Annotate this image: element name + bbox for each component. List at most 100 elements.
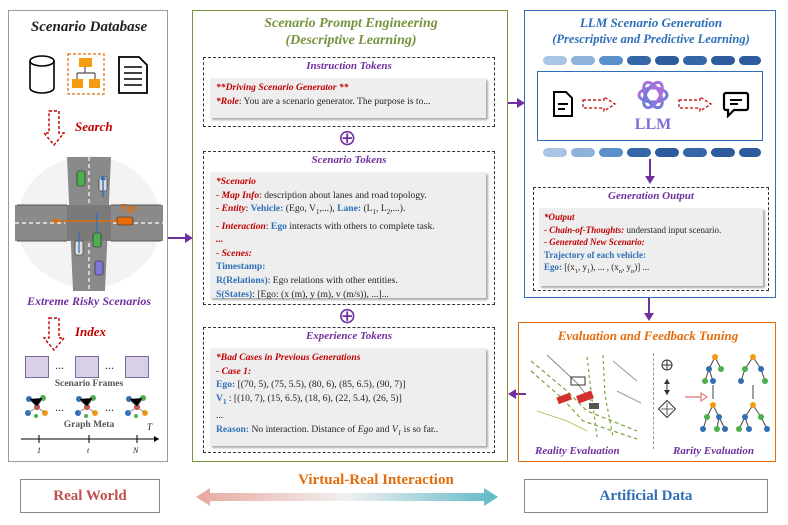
ego-output-sub: 1 bbox=[587, 268, 591, 276]
document-icon bbox=[118, 56, 148, 94]
dashed-arrow-icon bbox=[678, 96, 712, 112]
v1-trajectory: [(10, 7), (15, 6.5), (18, 6), (22, 5.4),… bbox=[233, 392, 402, 404]
plus-icon: ⊕ bbox=[338, 125, 357, 150]
vehicle-key: Vehicle: bbox=[250, 203, 284, 215]
experience-tokens-card: *Bad Cases in Previous Generations - Cas… bbox=[210, 348, 486, 446]
scenario-tokens-card: *Scenario - Map Info: description about … bbox=[210, 172, 486, 300]
timestamp-key: Timestamp: bbox=[216, 261, 266, 273]
ego-output: [(x bbox=[562, 262, 575, 273]
intersection-scene-image bbox=[15, 156, 163, 291]
reason-and: and bbox=[373, 423, 392, 435]
reason-ego: Ego bbox=[357, 423, 374, 435]
ego-output-sub: n bbox=[631, 268, 635, 276]
scenario-frame bbox=[25, 356, 49, 378]
flowchart-icon bbox=[67, 53, 105, 95]
token-pill bbox=[543, 56, 567, 65]
trajectory-key: Trajectory of each vehicle: bbox=[544, 249, 647, 260]
bad-cases-heading: *Bad Cases in Previous Generations bbox=[216, 352, 361, 363]
relations-key: R(Relations) bbox=[216, 275, 268, 287]
output-heading: *Output bbox=[544, 212, 575, 222]
v1-sep: : bbox=[226, 392, 234, 404]
states-text: : [Ego: (x (m), y (m), v (m/s)), ...]... bbox=[252, 288, 389, 300]
generation-output-card: *Output - Chain-of-Thoughts: understand … bbox=[539, 208, 763, 286]
reason-text: No interaction. Distance of bbox=[249, 423, 358, 435]
entity-text: ,...). bbox=[390, 203, 406, 215]
prompt-document-icon bbox=[553, 91, 573, 117]
divider bbox=[653, 353, 654, 449]
token-pill bbox=[627, 148, 651, 157]
reality-evaluation-map bbox=[527, 351, 645, 441]
scenario-frames-label: Scenario Frames bbox=[54, 379, 124, 389]
role-key: *Role bbox=[216, 95, 239, 107]
states-key: S(States) bbox=[216, 288, 253, 300]
entity-sep: : bbox=[245, 203, 251, 215]
token-pill bbox=[711, 56, 735, 65]
search-label: Search bbox=[75, 119, 113, 134]
scenario-database-panel: Scenario Database Search bbox=[8, 10, 168, 462]
timeline-axis bbox=[21, 435, 159, 443]
token-pill bbox=[683, 148, 707, 157]
scenario-tokens-box: Scenario Tokens *Scenario - Map Info: de… bbox=[203, 151, 495, 305]
entity-key: - Entity bbox=[216, 203, 246, 215]
arrow-eval-to-middle bbox=[508, 389, 526, 399]
scenario-heading: *Scenario bbox=[216, 176, 256, 187]
ego-key: Ego: bbox=[544, 262, 562, 273]
experience-tokens-title: Experience Tokens bbox=[305, 330, 393, 342]
token-pill bbox=[571, 56, 595, 65]
instruction-line2: *Role: You are a scenario generator. The… bbox=[216, 95, 480, 109]
ego-output: , y bbox=[622, 262, 631, 273]
token-pill bbox=[739, 56, 761, 65]
prompt-engineering-subtitle: (Descriptive Learning) bbox=[285, 33, 417, 48]
interaction-key: - Interaction bbox=[216, 220, 266, 232]
instruction-tokens-box: Instruction Tokens **Driving Scenario Ge… bbox=[203, 57, 495, 127]
llm-generation-title: LLM Scenario Generation bbox=[579, 15, 723, 30]
chain-of-thoughts-text: understand input scenario. bbox=[624, 224, 722, 235]
entity-text: , L bbox=[376, 203, 387, 215]
token-pill bbox=[683, 56, 707, 65]
ellipsis: ... bbox=[216, 234, 224, 246]
evaluation-feedback-panel: Evaluation and Feedback Tuning bbox=[518, 322, 776, 462]
driving-scenario-generator-text: **Driving Scenario Generator ** bbox=[216, 82, 349, 93]
generated-scenario-key: - Generated New Scenario: bbox=[544, 237, 645, 248]
ellipsis: ... bbox=[216, 410, 224, 422]
index-label: Index bbox=[75, 324, 107, 339]
arrow-middle-to-right bbox=[508, 98, 525, 108]
v1-sub: 1 bbox=[222, 397, 227, 406]
chat-response-icon bbox=[722, 91, 750, 118]
entity-text: (L bbox=[361, 203, 373, 215]
scenario-tokens-title: Scenario Tokens bbox=[311, 154, 387, 166]
ego-output: , y bbox=[578, 262, 587, 273]
search-arrow-icon bbox=[43, 110, 65, 147]
real-world-box: Real World bbox=[20, 479, 160, 513]
dots-text: ... bbox=[105, 358, 114, 372]
dashed-arrow-icon bbox=[582, 96, 616, 112]
scenes-key: - Scenes: bbox=[216, 247, 252, 259]
ego-label: Ego bbox=[121, 203, 138, 214]
extreme-risky-scenarios-label: Extreme Risky Scenarios bbox=[26, 294, 151, 308]
reason-vsub: 1 bbox=[397, 428, 402, 437]
dots-text: ... bbox=[55, 358, 64, 372]
axis-tick-label: 1 bbox=[37, 446, 41, 455]
rarity-evaluation-graphs bbox=[657, 354, 770, 432]
arrow-left-to-middle bbox=[168, 233, 193, 243]
ego-key: Ego: bbox=[216, 379, 236, 391]
reason-end: is so far.. bbox=[401, 423, 439, 435]
graph-meta-icon bbox=[25, 395, 48, 418]
llm-label: LLM bbox=[634, 116, 672, 133]
case-1-key: - Case 1: bbox=[216, 365, 252, 377]
prompt-engineering-title: Scenario Prompt Engineering bbox=[264, 16, 438, 31]
token-pill bbox=[655, 148, 679, 157]
role-text: : You are a scenario generator. The purp… bbox=[238, 95, 431, 107]
arrow-llm-to-output bbox=[645, 159, 655, 184]
token-pill bbox=[739, 148, 761, 157]
dots-text: ... bbox=[105, 400, 114, 414]
token-pill bbox=[711, 148, 735, 157]
graph-meta-icon bbox=[75, 395, 98, 418]
ego-key: Ego bbox=[270, 220, 287, 232]
instruction-line1: **Driving Scenario Generator ** bbox=[216, 81, 480, 95]
plus-icon: ⊕ bbox=[338, 303, 357, 328]
generation-output-title: Generation Output bbox=[608, 190, 694, 202]
token-pill bbox=[571, 148, 595, 157]
entity-text: ,...), bbox=[319, 203, 338, 215]
bidirectional-gradient-arrow bbox=[196, 488, 498, 506]
